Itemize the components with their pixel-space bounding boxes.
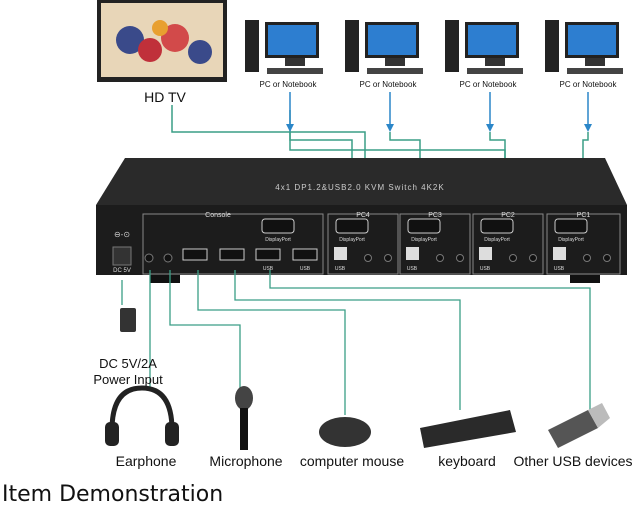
pc-label: PC or Notebook	[560, 80, 618, 89]
peripheral-cables	[121, 270, 591, 415]
console-usb-label-2: USB	[300, 266, 311, 272]
earphone-label: Earphone	[116, 453, 177, 469]
console-label: Console	[205, 212, 231, 219]
usb-label: USB	[335, 266, 346, 272]
pc-notebook-icon: PC or Notebook	[545, 20, 623, 89]
svg-text:⊖-⊙: ⊖-⊙	[114, 230, 130, 239]
pc-section-label: PC4	[356, 212, 370, 219]
other-usb-devices-label: Other USB devices	[513, 453, 632, 469]
pc-notebook-icon: PC or Notebook	[345, 20, 423, 89]
kvm-switch-device: 4x1 DP1.2&USB2.0 KVM Switch 4K2K ⊖-⊙ DC …	[96, 158, 627, 283]
usb-device-icon	[548, 403, 610, 448]
computer-mouse-label: computer mouse	[300, 453, 404, 469]
keyboard-label: keyboard	[438, 453, 496, 469]
hd-tv-image	[97, 0, 227, 82]
power-port-label: DC 5V	[113, 268, 131, 274]
pc-label: PC or Notebook	[360, 80, 418, 89]
pc-notebook-icon: PC or Notebook	[245, 20, 323, 89]
displayport-label: DisplayPort	[484, 237, 510, 243]
displayport-label: DisplayPort	[339, 237, 365, 243]
usb-label: USB	[407, 266, 418, 272]
usb-label: USB	[480, 266, 491, 272]
pc-section-label: PC1	[577, 212, 591, 219]
power-label-line2: Power Input	[93, 372, 163, 387]
pc-section-label: PC2	[501, 212, 515, 219]
displayport-label: DisplayPort	[411, 237, 437, 243]
earphone-icon	[105, 385, 179, 446]
power-adapter-icon	[120, 308, 136, 332]
pc-label: PC or Notebook	[260, 80, 318, 89]
console-usb-label-1: USB	[263, 266, 274, 272]
pc-notebook-icon: PC or Notebook	[445, 20, 523, 89]
console-displayport-label: DisplayPort	[265, 237, 291, 243]
microphone-label: Microphone	[209, 453, 282, 469]
hd-tv-label: HD TV	[144, 89, 186, 105]
pc-label: PC or Notebook	[460, 80, 518, 89]
power-label-line1: DC 5V/2A	[99, 356, 157, 371]
model-text: 4x1 DP1.2&USB2.0 KVM Switch 4K2K	[275, 183, 444, 192]
computer-mouse-icon	[319, 417, 371, 447]
displayport-label: DisplayPort	[558, 237, 584, 243]
usb-label: USB	[554, 266, 565, 272]
pc-section-label: PC3	[428, 212, 442, 219]
keyboard-icon	[420, 410, 516, 448]
caption: Item Demonstration	[2, 482, 224, 507]
microphone-icon	[235, 386, 253, 450]
